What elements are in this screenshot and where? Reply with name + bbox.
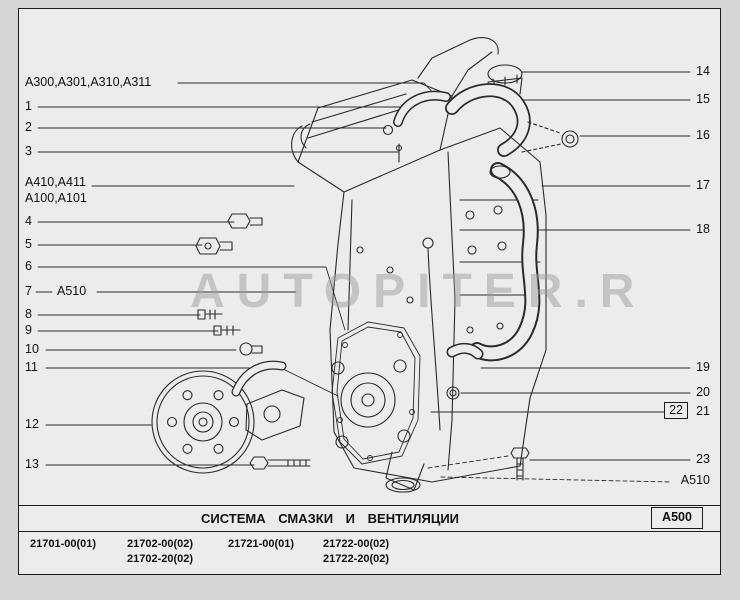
callout-16[interactable]: 16 xyxy=(696,128,710,142)
model-code: 21702-20(02) xyxy=(127,553,194,565)
titlebar-bottom-rule xyxy=(18,531,721,532)
model-code: 21722-00(02) xyxy=(323,538,390,550)
callout-8[interactable]: 8 xyxy=(25,307,32,321)
model-code: 21702-00(02) xyxy=(127,538,194,550)
callout-1[interactable]: 1 xyxy=(25,99,32,113)
callout-17[interactable]: 17 xyxy=(696,178,710,192)
callout-18[interactable]: 18 xyxy=(696,222,710,236)
watermark: AUTOPITER.R xyxy=(190,265,647,318)
model-column-4: 21722-00(02) 21722-20(02) xyxy=(323,537,389,567)
diagram-title: СИСТЕМА СМАЗКИ И ВЕНТИЛЯЦИИ xyxy=(200,511,460,526)
callout-12[interactable]: 12 xyxy=(25,417,39,431)
model-column-1: 21701-00(01) xyxy=(30,537,96,552)
callout-7[interactable]: 7 xyxy=(25,284,32,298)
diagram-code: A500 xyxy=(651,507,703,529)
callout-13[interactable]: 13 xyxy=(25,457,39,471)
callout-21[interactable]: 21 xyxy=(696,404,710,418)
callout-20[interactable]: 20 xyxy=(696,385,710,399)
callout-a300-group[interactable]: A300,A301,A310,A311 xyxy=(25,75,152,89)
callout-19[interactable]: 19 xyxy=(696,360,710,374)
model-column-2: 21702-00(02) 21702-20(02) xyxy=(127,537,193,567)
model-code: 21721-00(01) xyxy=(228,538,295,550)
callout-a510-left[interactable]: A510 xyxy=(57,284,87,298)
callout-a100-group[interactable]: A100,A101 xyxy=(25,191,87,205)
callout-11[interactable]: 11 xyxy=(25,360,38,374)
callout-4[interactable]: 4 xyxy=(25,214,32,228)
model-code: 21701-00(01) xyxy=(30,538,97,550)
callout-2[interactable]: 2 xyxy=(25,120,32,134)
model-column-3: 21721-00(01) xyxy=(228,537,294,552)
callout-23[interactable]: 23 xyxy=(696,452,710,466)
callout-15[interactable]: 15 xyxy=(696,92,710,106)
callout-a410-group[interactable]: A410,A411 xyxy=(25,175,86,189)
callout-10[interactable]: 10 xyxy=(25,342,39,356)
callout-5[interactable]: 5 xyxy=(25,237,32,251)
callout-3[interactable]: 3 xyxy=(25,144,32,158)
callout-6[interactable]: 6 xyxy=(25,259,32,273)
callout-22[interactable]: 22 xyxy=(664,402,688,419)
model-code: 21722-20(02) xyxy=(323,553,390,565)
callout-14[interactable]: 14 xyxy=(696,64,710,78)
callout-9[interactable]: 9 xyxy=(25,323,32,337)
callout-a510-right[interactable]: A510 xyxy=(680,473,710,487)
titlebar-top-rule xyxy=(18,505,721,506)
